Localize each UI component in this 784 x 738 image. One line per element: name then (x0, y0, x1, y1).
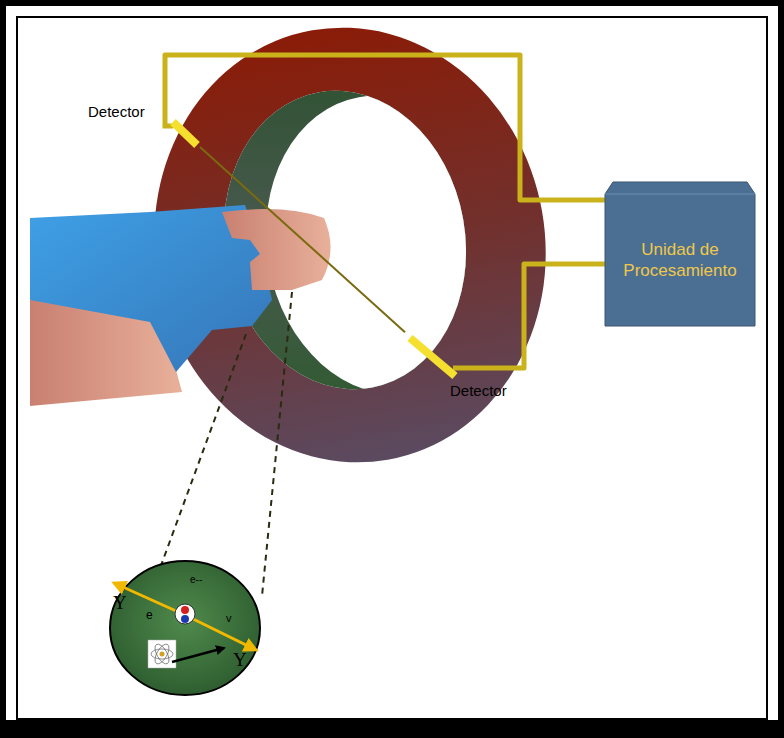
detector-node: Detector (405, 330, 520, 400)
gamma-ray (185, 615, 256, 650)
inner-frame (17, 17, 767, 719)
unit-text-area: Unidad de Procesamiento (605, 194, 755, 326)
unit-box (605, 182, 755, 326)
frame-band (6, 720, 778, 732)
atom-nucleus (160, 652, 165, 657)
detector-wire-stub (453, 366, 520, 371)
particle-label: e-- (190, 574, 202, 585)
annihilation-site (175, 604, 195, 624)
gamma-label: Y (113, 593, 127, 614)
particle-label: v (226, 612, 232, 624)
coincidence-line (200, 147, 405, 332)
detector-node: Detector (82, 100, 200, 150)
atom-orbit (152, 642, 172, 666)
atom-orbit (151, 649, 173, 659)
particle-label: e (146, 609, 153, 622)
detector-label: Detector (88, 103, 145, 120)
positron-dot (181, 606, 189, 614)
atom-orbit (152, 642, 172, 666)
zoom-leader (152, 334, 246, 590)
unit-label: Unidad de Procesamiento (613, 239, 747, 281)
processing-unit: Unidad de Procesamiento (605, 180, 755, 326)
unit-roof-edge (605, 194, 755, 195)
detector-bar (173, 122, 197, 145)
signal-wire (520, 264, 605, 368)
atom-icon (148, 640, 176, 668)
signal-wire (165, 55, 605, 200)
detector-bar (410, 338, 455, 376)
detector-wire-stub (165, 100, 173, 126)
electron-dot (181, 615, 189, 623)
zoom-inset (110, 561, 260, 695)
outer-frame (3, 3, 781, 735)
zoom-leader (262, 292, 292, 596)
emission-arrow (172, 648, 224, 662)
gamma-label: Y (233, 650, 247, 671)
detector-label: Detector (450, 382, 507, 399)
